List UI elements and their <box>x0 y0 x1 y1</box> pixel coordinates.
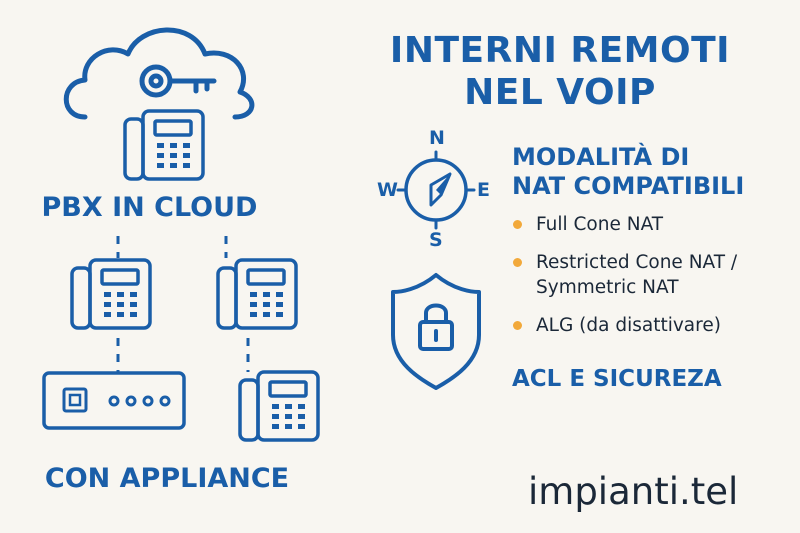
compass-icon <box>396 150 476 230</box>
cloud-pbx-label: PBX IN CLOUD <box>41 192 258 223</box>
bullet-dot <box>513 321 522 330</box>
bullet-dot <box>513 258 522 267</box>
title-line: INTERNI REMOTI <box>389 30 731 71</box>
list-item-text: Full Cone NAT <box>536 214 664 235</box>
key-icon <box>139 64 217 98</box>
desk-phone-icon <box>216 258 298 330</box>
list-item: ALG (da disattivare) <box>512 313 792 338</box>
bullet-dot <box>513 220 522 229</box>
cloud-icon <box>63 27 255 120</box>
list-item-text: Restricted Cone NAT / <box>536 252 738 273</box>
shield-lock-icon <box>391 273 481 390</box>
acl-security-label: ACL E SICUREZA <box>512 366 722 392</box>
compass-south-label: S <box>429 229 443 251</box>
desk-phone-icon <box>70 258 152 330</box>
brand-logo-text: impianti.tel <box>528 470 739 513</box>
nat-heading-line: NAT COMPATIBILI <box>512 172 745 200</box>
appliance-label: CON APPLIANCE <box>44 463 290 494</box>
connector-lines <box>116 236 250 372</box>
list-item-text: Symmetric NAT <box>536 277 679 298</box>
nat-mode-list: Full Cone NAT Restricted Cone NAT / Symm… <box>512 212 792 351</box>
compass-north-label: N <box>429 127 445 149</box>
nat-heading-line: MODALITÀ DI <box>512 143 690 171</box>
list-item-text: ALG (da disattivare) <box>536 315 721 336</box>
desk-phone-icon <box>123 109 205 181</box>
title-line: NEL VOIP <box>464 72 656 113</box>
list-item: Full Cone NAT <box>512 212 792 237</box>
appliance-icon <box>42 371 186 430</box>
compass-east-label: E <box>477 179 490 201</box>
nat-heading: MODALITÀ DI NAT COMPATIBILI <box>512 143 744 201</box>
desk-phone-icon <box>238 370 320 442</box>
list-item: Restricted Cone NAT / Symmetric NAT <box>512 250 792 300</box>
compass-west-label: W <box>377 179 398 201</box>
page-title: INTERNI REMOTI NEL VOIP <box>360 30 760 114</box>
